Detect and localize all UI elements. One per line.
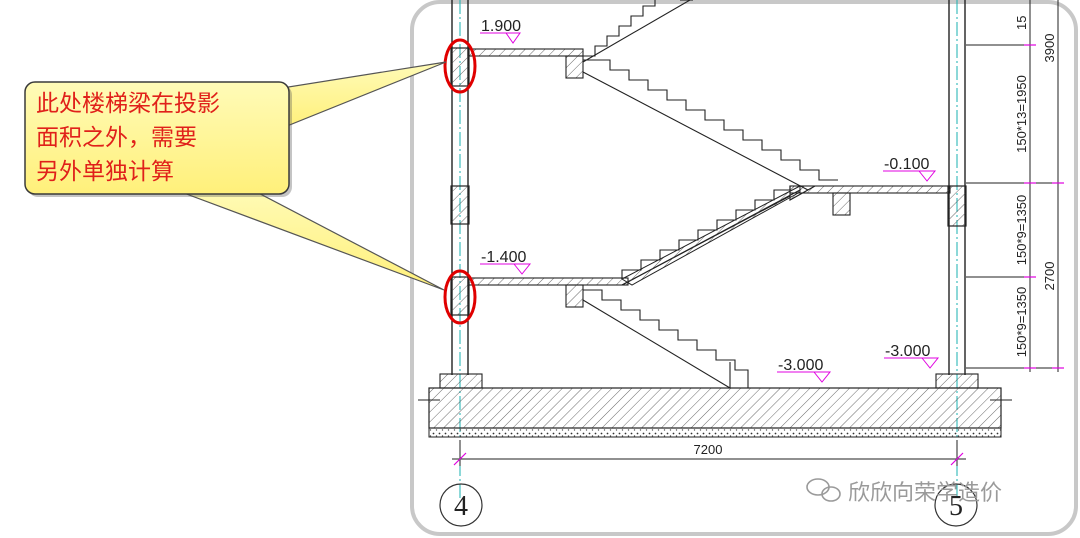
watermark-text: 欣欣向荣学造价 [848, 481, 1002, 506]
elevation-labels: 1.900 -1.400 -0.100 -3.000 -3.000 [481, 18, 930, 374]
landing-upper [467, 48, 584, 79]
elevation-marks [480, 32, 940, 383]
elevation-label-minus1400: -1.400 [481, 249, 526, 266]
callout-line-2: 面积之外，需要 [36, 125, 197, 151]
stair-flight-top-up [582, 0, 693, 63]
span-dimension [452, 440, 966, 466]
elevation-label-minus3000-b: -3.000 [885, 343, 930, 360]
foundation [418, 373, 1012, 438]
stair-flight-up-2 [620, 185, 801, 286]
span-dimension-ticks [453, 452, 964, 466]
axis-bubble-left: 4 [439, 483, 483, 527]
beam-left-middle [450, 185, 470, 225]
beam-left-lower [450, 276, 470, 316]
landing-middle [789, 185, 951, 216]
callout-line-1: 此处楼梯梁在投影 [36, 91, 220, 117]
vertical-dimensions [966, 0, 1064, 372]
callout-box: 此处楼梯梁在投影 面积之外，需要 另外单独计算 [24, 81, 292, 197]
dim-label-seg-top: 150*13=1950 [1014, 75, 1029, 153]
wechat-icon [806, 478, 841, 502]
highlight-ellipse-lower [443, 269, 477, 325]
dim-label-seg-mid: 150*9=1350 [1014, 195, 1029, 266]
elevation-label-1900: 1.900 [481, 18, 521, 35]
drawing-frame [410, 0, 1078, 536]
callout-pointers [164, 61, 447, 291]
dim-label-span: 7200 [694, 442, 723, 457]
highlight-markers [443, 38, 477, 325]
dim-label-edge-top: 15 [1014, 16, 1029, 30]
landing-lower [467, 277, 629, 308]
callout-line-3: 另外单独计算 [36, 159, 174, 185]
axis-label-left: 4 [454, 491, 468, 522]
dim-label-total-bottom: 2700 [1042, 262, 1057, 291]
stair-flight-down-3 [582, 289, 749, 389]
axis-bubble-right: 5 [934, 483, 978, 527]
elevation-label-minus0100: -0.100 [884, 156, 929, 173]
stair-flight-down-1 [582, 59, 838, 191]
vertical-dimension-ticks [1024, 44, 1064, 369]
vertical-dimension-labels: 15 150*13=1950 150*9=1350 150*9=1350 390… [1014, 16, 1057, 358]
highlight-ellipse-upper [443, 38, 477, 94]
dim-label-total-top: 3900 [1042, 34, 1057, 63]
beam-left-upper [450, 47, 470, 87]
beam-right [947, 185, 967, 227]
elevation-label-minus3000-a: -3.000 [778, 357, 823, 374]
watermark: 欣欣向荣学造价 [806, 478, 1002, 506]
dim-label-seg-bot: 150*9=1350 [1014, 287, 1029, 358]
axis-label-right: 5 [949, 491, 963, 522]
